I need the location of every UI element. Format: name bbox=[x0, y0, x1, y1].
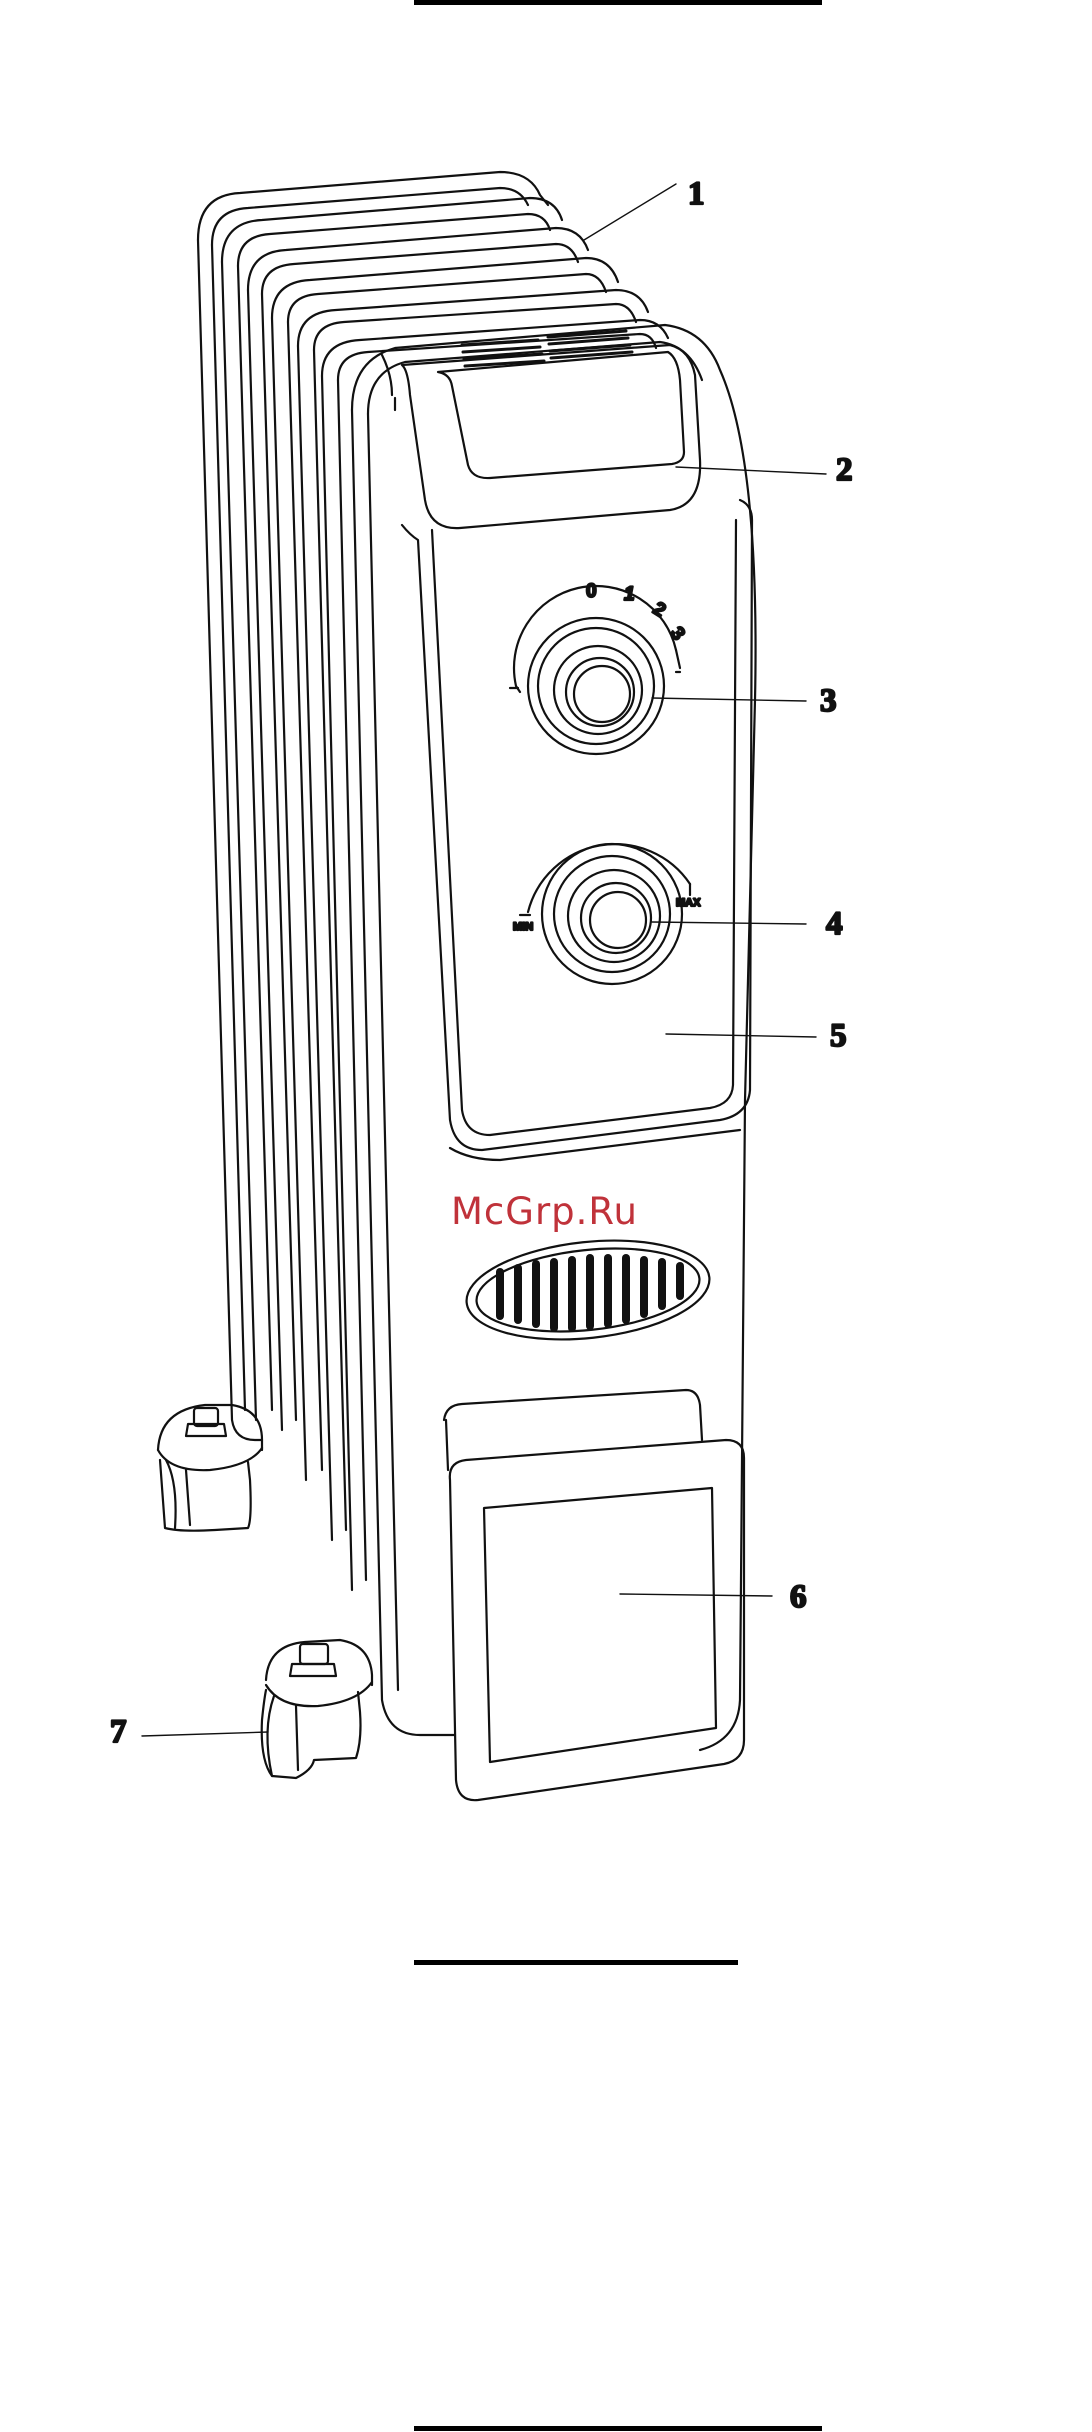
top-handle bbox=[402, 345, 700, 528]
radiator-fins bbox=[198, 172, 668, 1590]
dial-mark-0: 0 bbox=[586, 581, 597, 602]
leader-3 bbox=[652, 698, 806, 701]
leader-lines bbox=[142, 184, 826, 1736]
dial-mark-2: 2 bbox=[649, 598, 669, 621]
callout-1: 1 bbox=[688, 176, 705, 212]
callout-6: 6 bbox=[790, 1579, 807, 1615]
caster-wheel-rear bbox=[158, 1405, 262, 1531]
callout-7: 7 bbox=[110, 1714, 127, 1750]
leader-7 bbox=[142, 1732, 268, 1736]
leader-5 bbox=[666, 1034, 816, 1037]
leader-4 bbox=[652, 922, 806, 924]
dial-mark-3: 3 bbox=[666, 623, 689, 644]
callout-4: 4 bbox=[826, 906, 843, 942]
power-dial bbox=[520, 844, 690, 984]
leader-6 bbox=[620, 1594, 772, 1596]
callout-3: 3 bbox=[820, 683, 837, 719]
min-label: MIN bbox=[513, 921, 533, 933]
callout-2: 2 bbox=[836, 452, 853, 488]
leader-2 bbox=[676, 467, 826, 474]
callout-5: 5 bbox=[830, 1018, 847, 1054]
watermark: McGrp.Ru bbox=[451, 1190, 638, 1233]
caster-wheel-front bbox=[262, 1640, 372, 1778]
leader-1 bbox=[584, 184, 676, 240]
max-label: MAX bbox=[676, 897, 701, 909]
front-housing bbox=[352, 325, 756, 1750]
control-panel bbox=[402, 500, 752, 1160]
dial-mark-1: 1 bbox=[624, 584, 635, 605]
